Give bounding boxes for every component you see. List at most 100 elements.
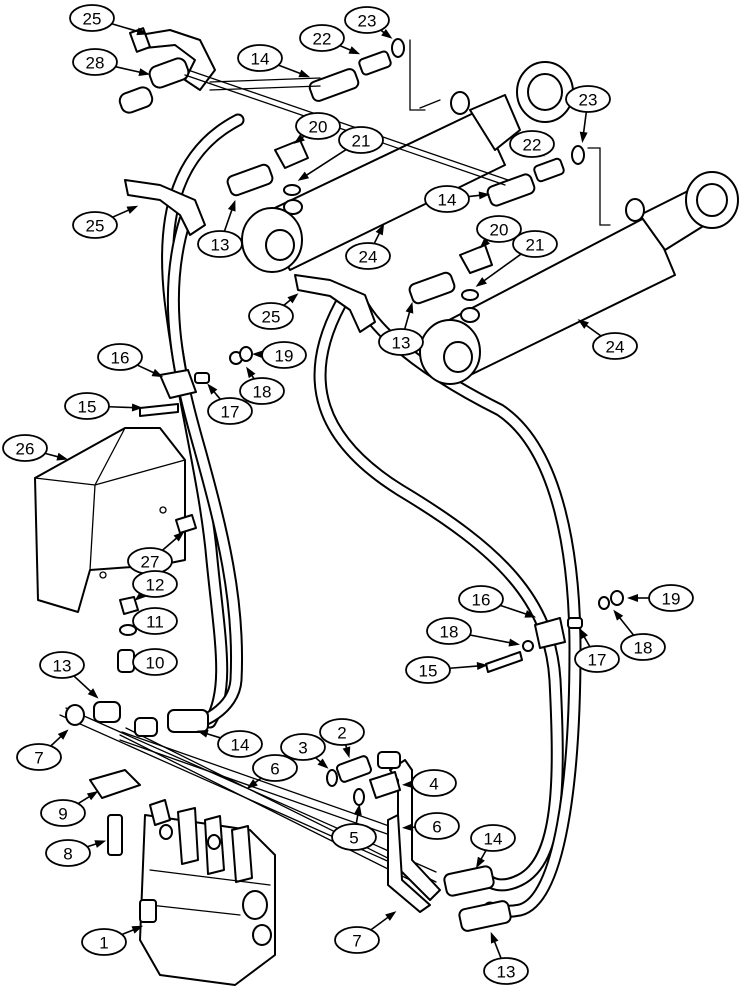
callout-number: 25 xyxy=(86,217,105,236)
callout-number: 11 xyxy=(146,613,164,632)
callout-number: 28 xyxy=(86,54,105,73)
part-callout-28: 28 xyxy=(72,48,118,76)
callout-number: 19 xyxy=(275,347,294,366)
callout-bubble xyxy=(72,48,118,76)
callout-bubble xyxy=(592,332,638,360)
part-callout-5: 5 xyxy=(331,823,377,851)
leader-line xyxy=(492,939,502,959)
callout-number: 15 xyxy=(419,662,438,681)
part-callout-2: 2 xyxy=(319,718,365,746)
leader-line xyxy=(115,65,143,74)
callout-number: 16 xyxy=(111,349,130,368)
leader-arrowhead xyxy=(475,277,487,287)
leader-line xyxy=(303,148,347,178)
callout-number: 14 xyxy=(438,191,457,210)
part-callout-17: 17 xyxy=(574,645,620,673)
callout-number: 6 xyxy=(432,818,441,837)
steel-tubes xyxy=(59,707,441,913)
part-callout-6: 6 xyxy=(252,754,298,782)
callout-number: 23 xyxy=(579,91,598,110)
clamp-assemblies xyxy=(139,346,624,673)
leader-line xyxy=(278,64,303,76)
part-callout-6: 6 xyxy=(414,812,460,840)
callout-number: 20 xyxy=(309,118,328,137)
leader-arrowhead xyxy=(251,350,264,359)
callout-bubble xyxy=(2,434,48,462)
part-callout-1: 1 xyxy=(81,928,127,956)
part-callout-9: 9 xyxy=(40,799,86,827)
part-callout-25: 25 xyxy=(72,211,118,239)
callout-number: 21 xyxy=(526,236,545,255)
callout-bubble xyxy=(338,126,384,154)
callout-bubble xyxy=(207,397,253,425)
leader-line xyxy=(469,634,513,644)
callout-bubble xyxy=(414,812,460,840)
leader-arrowhead xyxy=(627,594,638,602)
leader-line xyxy=(108,405,136,409)
callout-number: 10 xyxy=(146,654,165,673)
part-callout-21: 21 xyxy=(512,230,558,258)
callout-bubble xyxy=(81,928,127,956)
leader-line xyxy=(73,675,94,694)
callout-bubble xyxy=(426,617,472,645)
callout-bubble xyxy=(72,211,118,239)
reference-lines xyxy=(184,39,611,226)
part-callout-18: 18 xyxy=(239,377,285,405)
callout-bubble xyxy=(39,651,85,679)
leader-arrowhead xyxy=(524,610,537,618)
callout-bubble xyxy=(476,215,522,243)
hydraulic-cylinder-2 xyxy=(419,171,739,385)
callout-bubble xyxy=(470,824,516,852)
callout-number: 18 xyxy=(440,623,459,642)
callout-number: 12 xyxy=(146,576,165,595)
part-callout-19: 19 xyxy=(261,341,307,369)
leader-arrowhead xyxy=(475,856,485,869)
leader-arrowhead xyxy=(401,823,414,832)
callout-number: 23 xyxy=(358,12,377,31)
part-callout-20: 20 xyxy=(476,215,522,243)
leader-arrowhead xyxy=(57,729,69,740)
callout-bubble xyxy=(248,302,294,330)
leader-arrowhead xyxy=(508,638,521,647)
leader-arrowhead xyxy=(490,931,499,944)
leader-arrowhead xyxy=(227,199,236,212)
leader-line xyxy=(111,23,141,33)
leader-arrowhead xyxy=(405,301,414,314)
leader-arrowhead xyxy=(136,27,149,36)
part-callout-13: 13 xyxy=(378,328,424,356)
callout-number: 14 xyxy=(251,50,270,69)
part-callout-19: 19 xyxy=(648,584,694,612)
callout-bubble xyxy=(574,645,620,673)
leader-arrowhead xyxy=(94,840,107,848)
part-callout-24: 24 xyxy=(345,242,391,270)
leader-arrowhead xyxy=(577,319,589,329)
top-fittings xyxy=(118,27,585,333)
leader-line xyxy=(370,915,391,931)
part-callout-21: 21 xyxy=(338,126,384,154)
leader-arrowhead xyxy=(578,627,588,640)
leader-arrowhead xyxy=(293,134,305,144)
part-callout-14: 14 xyxy=(470,824,516,852)
leader-arrowhead xyxy=(579,131,588,144)
part-callout-23: 23 xyxy=(565,85,611,113)
callout-number: 22 xyxy=(523,136,542,155)
control-valve xyxy=(139,799,276,986)
leader-arrowhead xyxy=(287,293,299,304)
part-callout-12: 12 xyxy=(132,570,178,598)
leader-line xyxy=(617,615,635,636)
callout-number: 6 xyxy=(270,760,279,779)
callout-bubble xyxy=(620,633,666,661)
leader-arrowhead xyxy=(476,662,489,671)
callout-bubble xyxy=(132,570,178,598)
hydraulic-cylinder-1 xyxy=(241,61,574,273)
part-callout-3: 3 xyxy=(280,733,326,761)
callout-number: 4 xyxy=(429,775,438,794)
leader-line xyxy=(449,665,481,670)
callout-number: 5 xyxy=(349,829,358,848)
part-callout-26: 26 xyxy=(2,434,48,462)
part-callout-27: 27 xyxy=(127,547,173,575)
callout-bubble xyxy=(261,341,307,369)
callout-number: 13 xyxy=(392,334,411,353)
callout-number: 8 xyxy=(63,845,72,864)
